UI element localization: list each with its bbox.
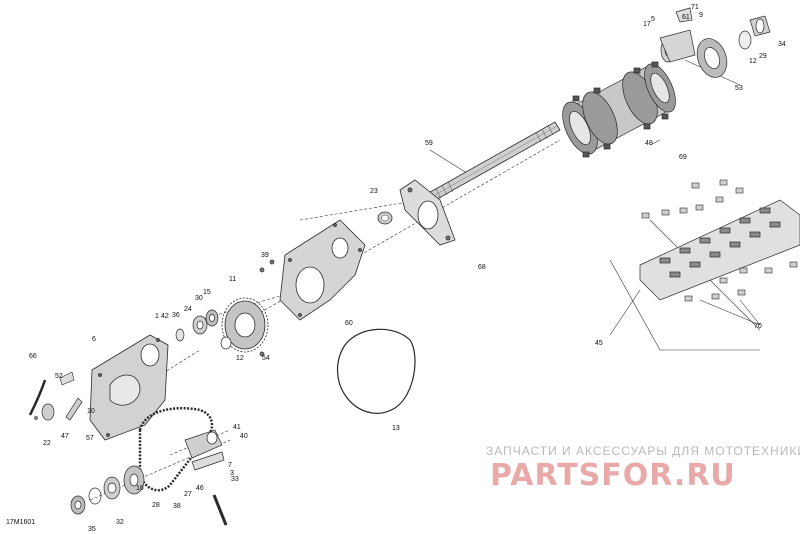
- callout: 15: [203, 289, 211, 296]
- track-clips-lower: [684, 261, 798, 302]
- chaincase-gasket: [336, 328, 416, 414]
- track-clips-upper: [641, 179, 744, 219]
- callout: 28: [152, 502, 160, 509]
- bearing-washer-stack: [175, 259, 275, 357]
- callout-labels: 1 3 5 6 7 9 10 11 12 12 13 15 16 17 22 2…: [29, 4, 786, 533]
- callout: 40: [240, 433, 248, 440]
- watermark-tagline: ЗАПЧАСТИ И АКСЕССУАРЫ ДЛЯ МОТОТЕХНИКИ: [486, 444, 800, 458]
- callout: 7: [228, 462, 232, 469]
- callout: 9: [699, 12, 703, 19]
- callout: 29: [759, 53, 767, 60]
- callout: 22: [43, 440, 51, 447]
- callout: 53: [735, 85, 743, 92]
- callout: 38: [173, 503, 181, 510]
- callout: 48: [645, 140, 653, 147]
- callout: 1: [155, 313, 159, 320]
- chaincase-housing: [279, 219, 366, 321]
- callout: 45: [595, 340, 603, 347]
- callout: 16: [136, 485, 144, 492]
- callout: 71: [691, 4, 699, 11]
- callout: 6: [92, 336, 96, 343]
- callout: 47: [61, 433, 69, 440]
- callout: 59: [425, 140, 433, 147]
- callout: 57: [86, 435, 94, 442]
- callout: 5: [651, 16, 655, 23]
- callout: 32: [116, 519, 124, 526]
- callout: 70: [754, 323, 762, 330]
- callout: 60: [345, 320, 353, 327]
- callout: 68: [478, 264, 486, 271]
- callout: 35: [88, 526, 96, 533]
- callout: 3: [230, 470, 234, 477]
- chaincase-sprocket: [221, 297, 269, 353]
- callout: 13: [392, 425, 400, 432]
- callout: 23: [370, 188, 378, 195]
- watermark-brand: PARTSFOR.RU: [490, 458, 736, 493]
- callout: 34: [778, 41, 786, 48]
- callout: 52: [55, 373, 63, 380]
- upper-right-parts: [659, 7, 771, 78]
- callout: 42: [161, 313, 169, 320]
- callout: 24: [184, 306, 192, 313]
- cap: [41, 403, 55, 421]
- callout: 36: [172, 312, 180, 319]
- callout: 17: [643, 21, 651, 28]
- watermark: ЗАПЧАСТИ И АКСЕССУАРЫ ДЛЯ МОТОТЕХНИКИ PA…: [486, 444, 800, 493]
- callout: 12: [749, 58, 757, 65]
- callout: 10: [87, 408, 95, 415]
- callout: 12: [236, 355, 244, 362]
- callout: 30: [195, 295, 203, 302]
- callout: 41: [233, 424, 241, 431]
- drive-sprocket-assembly: [562, 61, 676, 158]
- callout: 39: [261, 252, 269, 259]
- chain-tensioner: [184, 429, 225, 471]
- lower-sprocket-stack: [70, 465, 145, 515]
- callout: 61: [682, 14, 690, 21]
- lever: [65, 397, 83, 421]
- chaincase-cover: [89, 334, 169, 441]
- drive-shaft: [424, 121, 561, 204]
- diagram-code: 17M1601: [6, 519, 35, 526]
- bearing-housing-plate: [399, 179, 456, 246]
- callout: 69: [679, 154, 687, 161]
- callout: 66: [29, 353, 37, 360]
- callout: 54: [262, 355, 270, 362]
- tensioner-rod: [212, 494, 228, 526]
- callout: 33: [231, 476, 239, 483]
- callout: 11: [229, 276, 236, 283]
- callout: 46: [196, 485, 204, 492]
- dipstick: [28, 379, 47, 416]
- track-section: [639, 199, 800, 301]
- callout: 27: [184, 491, 192, 498]
